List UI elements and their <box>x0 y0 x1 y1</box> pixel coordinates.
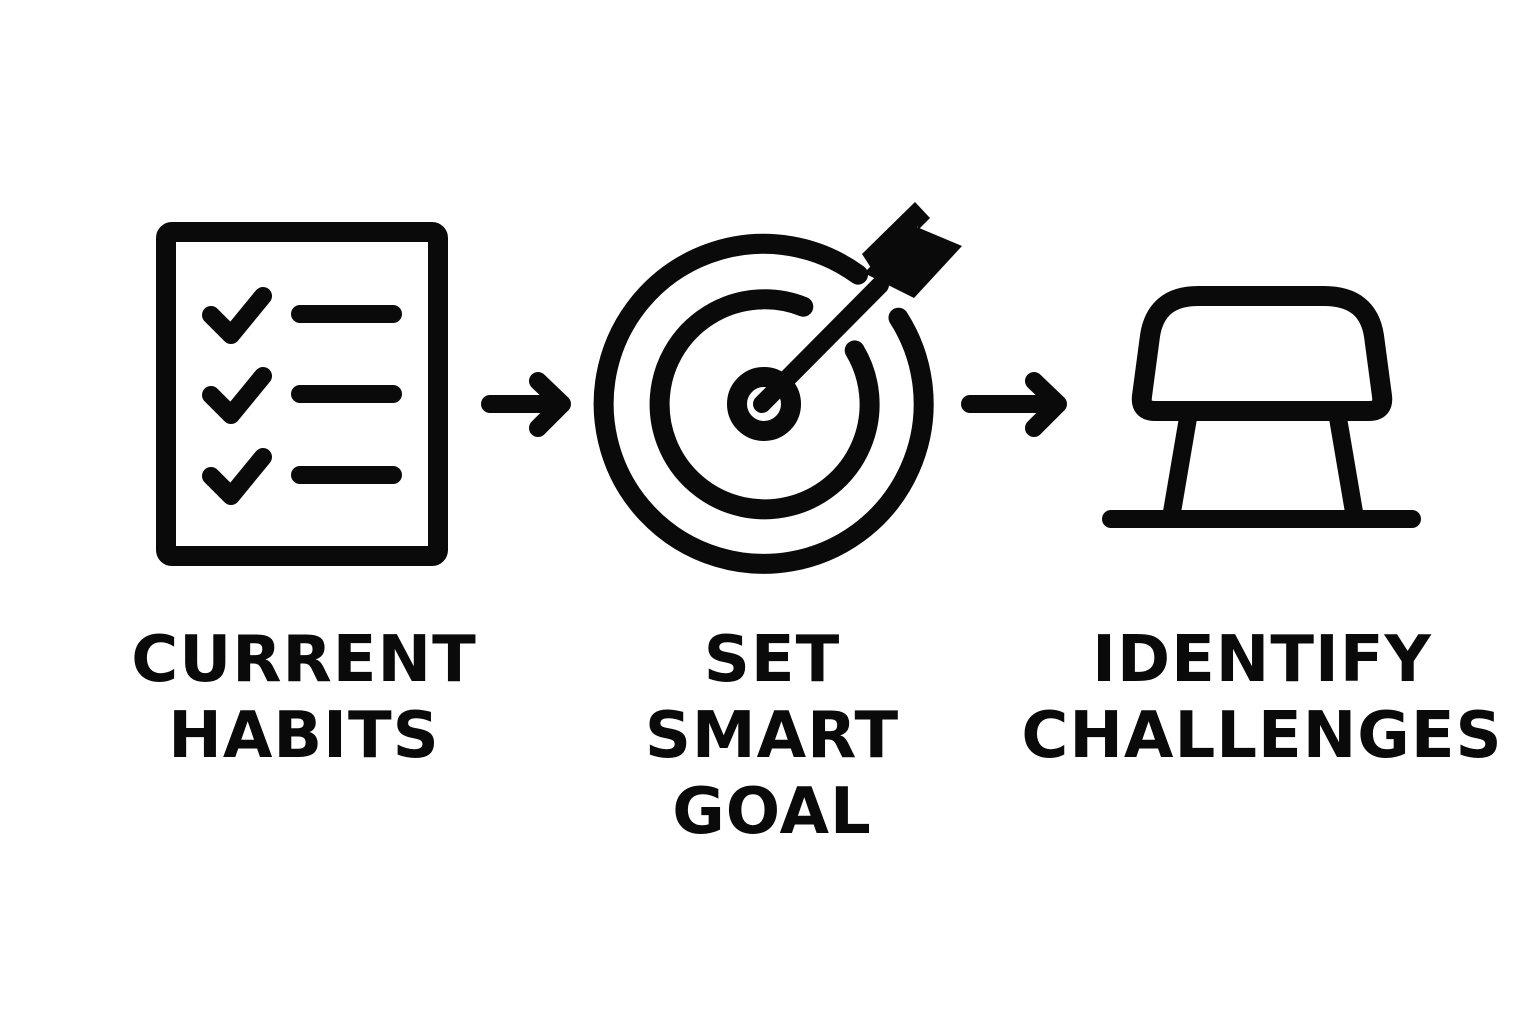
step-label-line: CURRENT <box>131 623 477 697</box>
hurdle-icon <box>1102 286 1421 528</box>
checklist-icon <box>156 222 448 566</box>
step-label-line: GOAL <box>672 775 872 849</box>
step-label-identify-challenges: IDENTIFY CHALLENGES <box>1012 622 1512 774</box>
step-label-set-smart-goal: SET SMART GOAL <box>572 622 972 850</box>
arrow-right-icon <box>961 372 1067 437</box>
step-label-line: HABITS <box>168 699 440 773</box>
step-label-line: SET <box>703 623 841 697</box>
arrow-right-icon <box>481 372 571 437</box>
target-arrow-icon <box>593 202 962 574</box>
step-label-line: IDENTIFY <box>1092 623 1432 697</box>
step-label-line: CHALLENGES <box>1021 699 1503 773</box>
step-label-current-habits: CURRENT HABITS <box>104 622 504 774</box>
step-label-line: SMART <box>644 699 900 773</box>
